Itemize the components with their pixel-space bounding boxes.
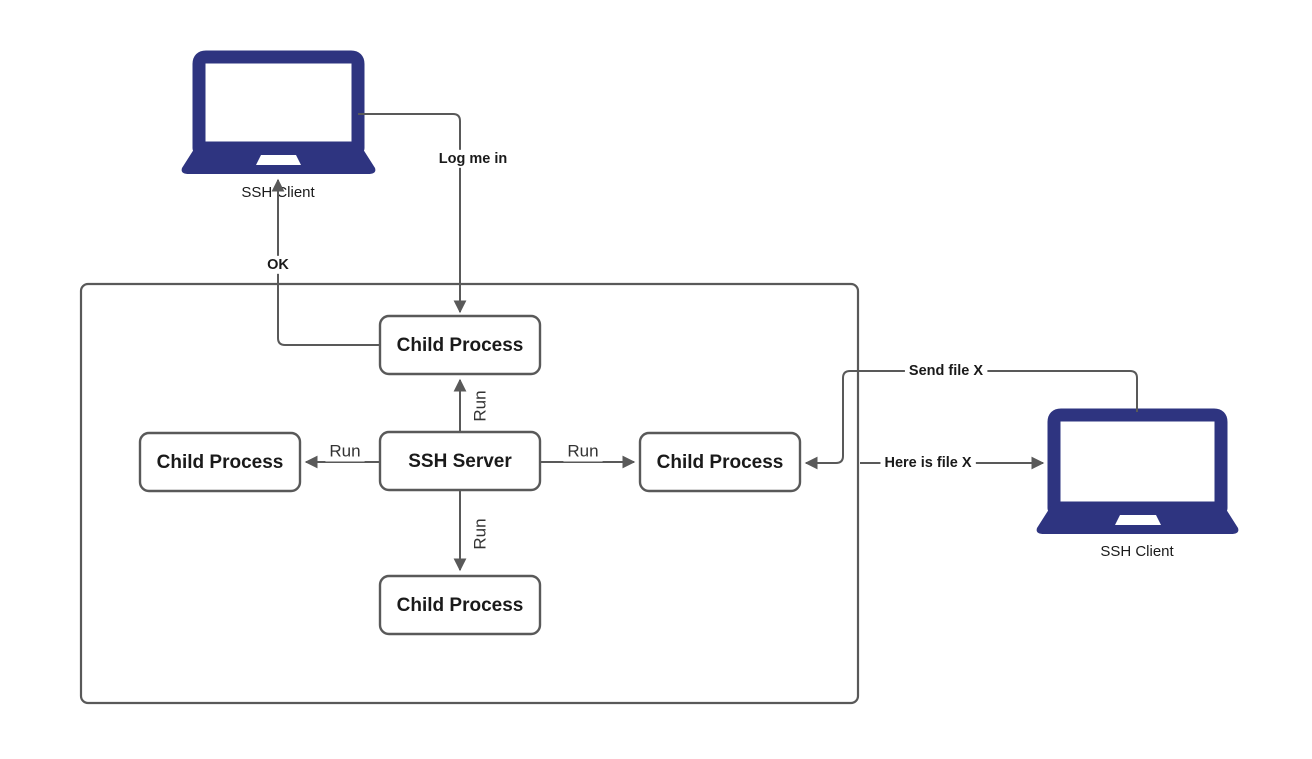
edge-label-run-up: Run — [470, 390, 489, 421]
edge-label-run-right: Run — [567, 441, 598, 460]
label-backdrop — [469, 386, 491, 426]
laptop-screen-icon — [1047, 408, 1228, 515]
label-backdrop — [880, 453, 976, 472]
node-ssh-server: SSH Server — [378, 430, 542, 492]
laptop-right-caption: SSH Client — [1100, 543, 1174, 560]
laptop-top-ssh-client: SSH Client — [181, 50, 376, 201]
label-backdrop — [904, 361, 988, 380]
node-box — [378, 574, 542, 636]
node-child-process-bottom: Child Process — [378, 574, 542, 636]
laptop-right-ssh-client: SSH Client — [1036, 408, 1239, 560]
edge-label-here-is-file-x: Here is file X — [884, 455, 971, 471]
edge-send-file-x — [804, 370, 1138, 470]
node-child-process-top: Child Process — [378, 314, 542, 376]
node-label: Child Process — [397, 595, 524, 616]
edge-log-me-in — [358, 113, 467, 314]
node-child-process-right: Child Process — [638, 431, 802, 493]
edge-label-ok: OK — [267, 257, 289, 273]
label-backdrop — [434, 149, 512, 168]
edge-label-log-me-in: Log me in — [439, 151, 507, 167]
label-backdrop — [563, 440, 603, 462]
node-box — [638, 431, 802, 493]
node-box — [138, 431, 302, 493]
edge-ok — [271, 178, 380, 346]
node-label: SSH Server — [408, 451, 512, 472]
node-label: Child Process — [157, 452, 284, 473]
edge-label-run-left: Run — [329, 441, 360, 460]
label-backdrop — [469, 514, 491, 554]
node-box — [378, 314, 542, 376]
label-backdrop — [263, 255, 294, 274]
laptop-screen-icon — [192, 50, 365, 155]
edge-label-run-down: Run — [470, 518, 489, 549]
laptop-trackpad-icon — [256, 155, 301, 165]
node-child-process-left: Child Process — [138, 431, 302, 493]
label-backdrop — [325, 440, 365, 462]
server-host-container — [79, 282, 860, 705]
laptop-trackpad-icon — [1115, 515, 1161, 525]
edge-label-send-file-x: Send file X — [909, 363, 983, 379]
node-label: Child Process — [657, 452, 784, 473]
node-label: Child Process — [397, 335, 524, 356]
